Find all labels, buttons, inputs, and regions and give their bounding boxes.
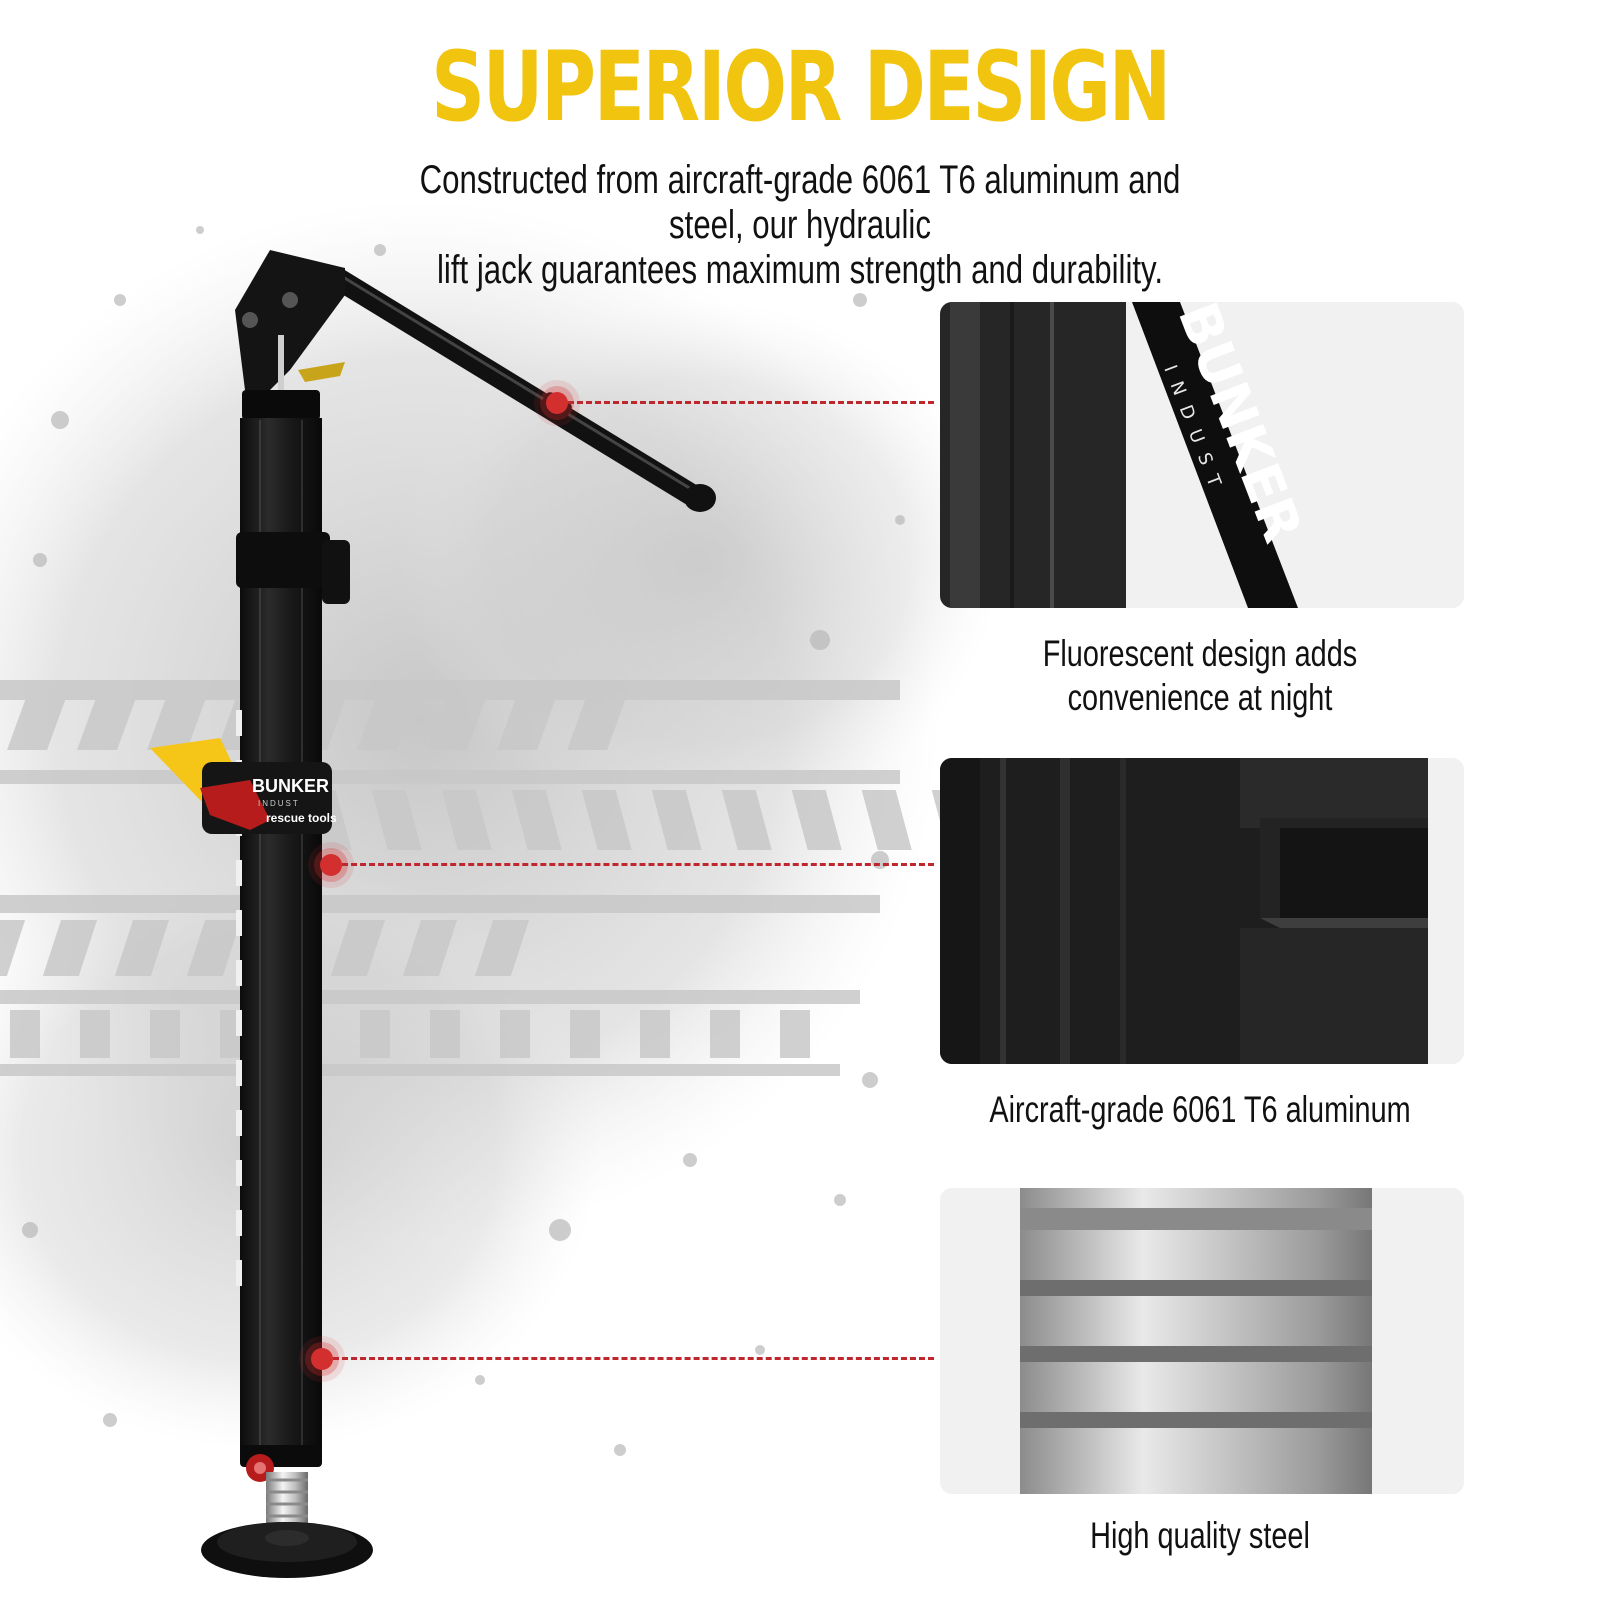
aluminum-tube-closeup-image (940, 758, 1464, 1064)
callout-line-steel (333, 1357, 934, 1360)
pump-head (235, 250, 345, 390)
handle-closeup-image: BUNKER INDUST (940, 302, 1464, 608)
climbing-collar: BUNKER INDUST rescue tools (150, 738, 337, 834)
subtitle: Constructed from aircraft-grade 6061 T6 … (410, 158, 1190, 293)
base-plate (201, 1522, 373, 1578)
callout-dot-tube (320, 854, 342, 876)
collar-text: rescue tools (266, 811, 337, 825)
detail-panel-steel (940, 1188, 1464, 1494)
callout-line-tube (342, 863, 934, 866)
detail-panel-tube (940, 758, 1464, 1064)
caption-steel: High quality steel (1090, 1515, 1310, 1556)
collar-brand: BUNKER (252, 776, 329, 796)
caption-tube: Aircraft-grade 6061 T6 aluminum (989, 1089, 1411, 1130)
aluminum-tube (236, 390, 350, 1458)
callout-dot-handle (546, 392, 568, 414)
callout-dot-steel (311, 1348, 333, 1370)
headline: SUPERIOR DESIGN (431, 31, 1171, 143)
hydraulic-jack-image: BUNKER INDUST rescue tools (150, 250, 716, 1578)
subtitle-line-1: Constructed from aircraft-grade 6061 T6 … (419, 158, 1181, 247)
caption-handle: Fluorescent design adds convenience at n… (1042, 633, 1358, 718)
pump-handle (329, 269, 716, 512)
detail-panel-handle: BUNKER INDUST (940, 302, 1464, 608)
subtitle-line-2: lift jack guarantees maximum strength an… (436, 248, 1164, 292)
collar-brand-sub: INDUST (258, 799, 300, 808)
steel-shaft-closeup-image (940, 1188, 1464, 1494)
callout-line-handle (568, 401, 934, 404)
